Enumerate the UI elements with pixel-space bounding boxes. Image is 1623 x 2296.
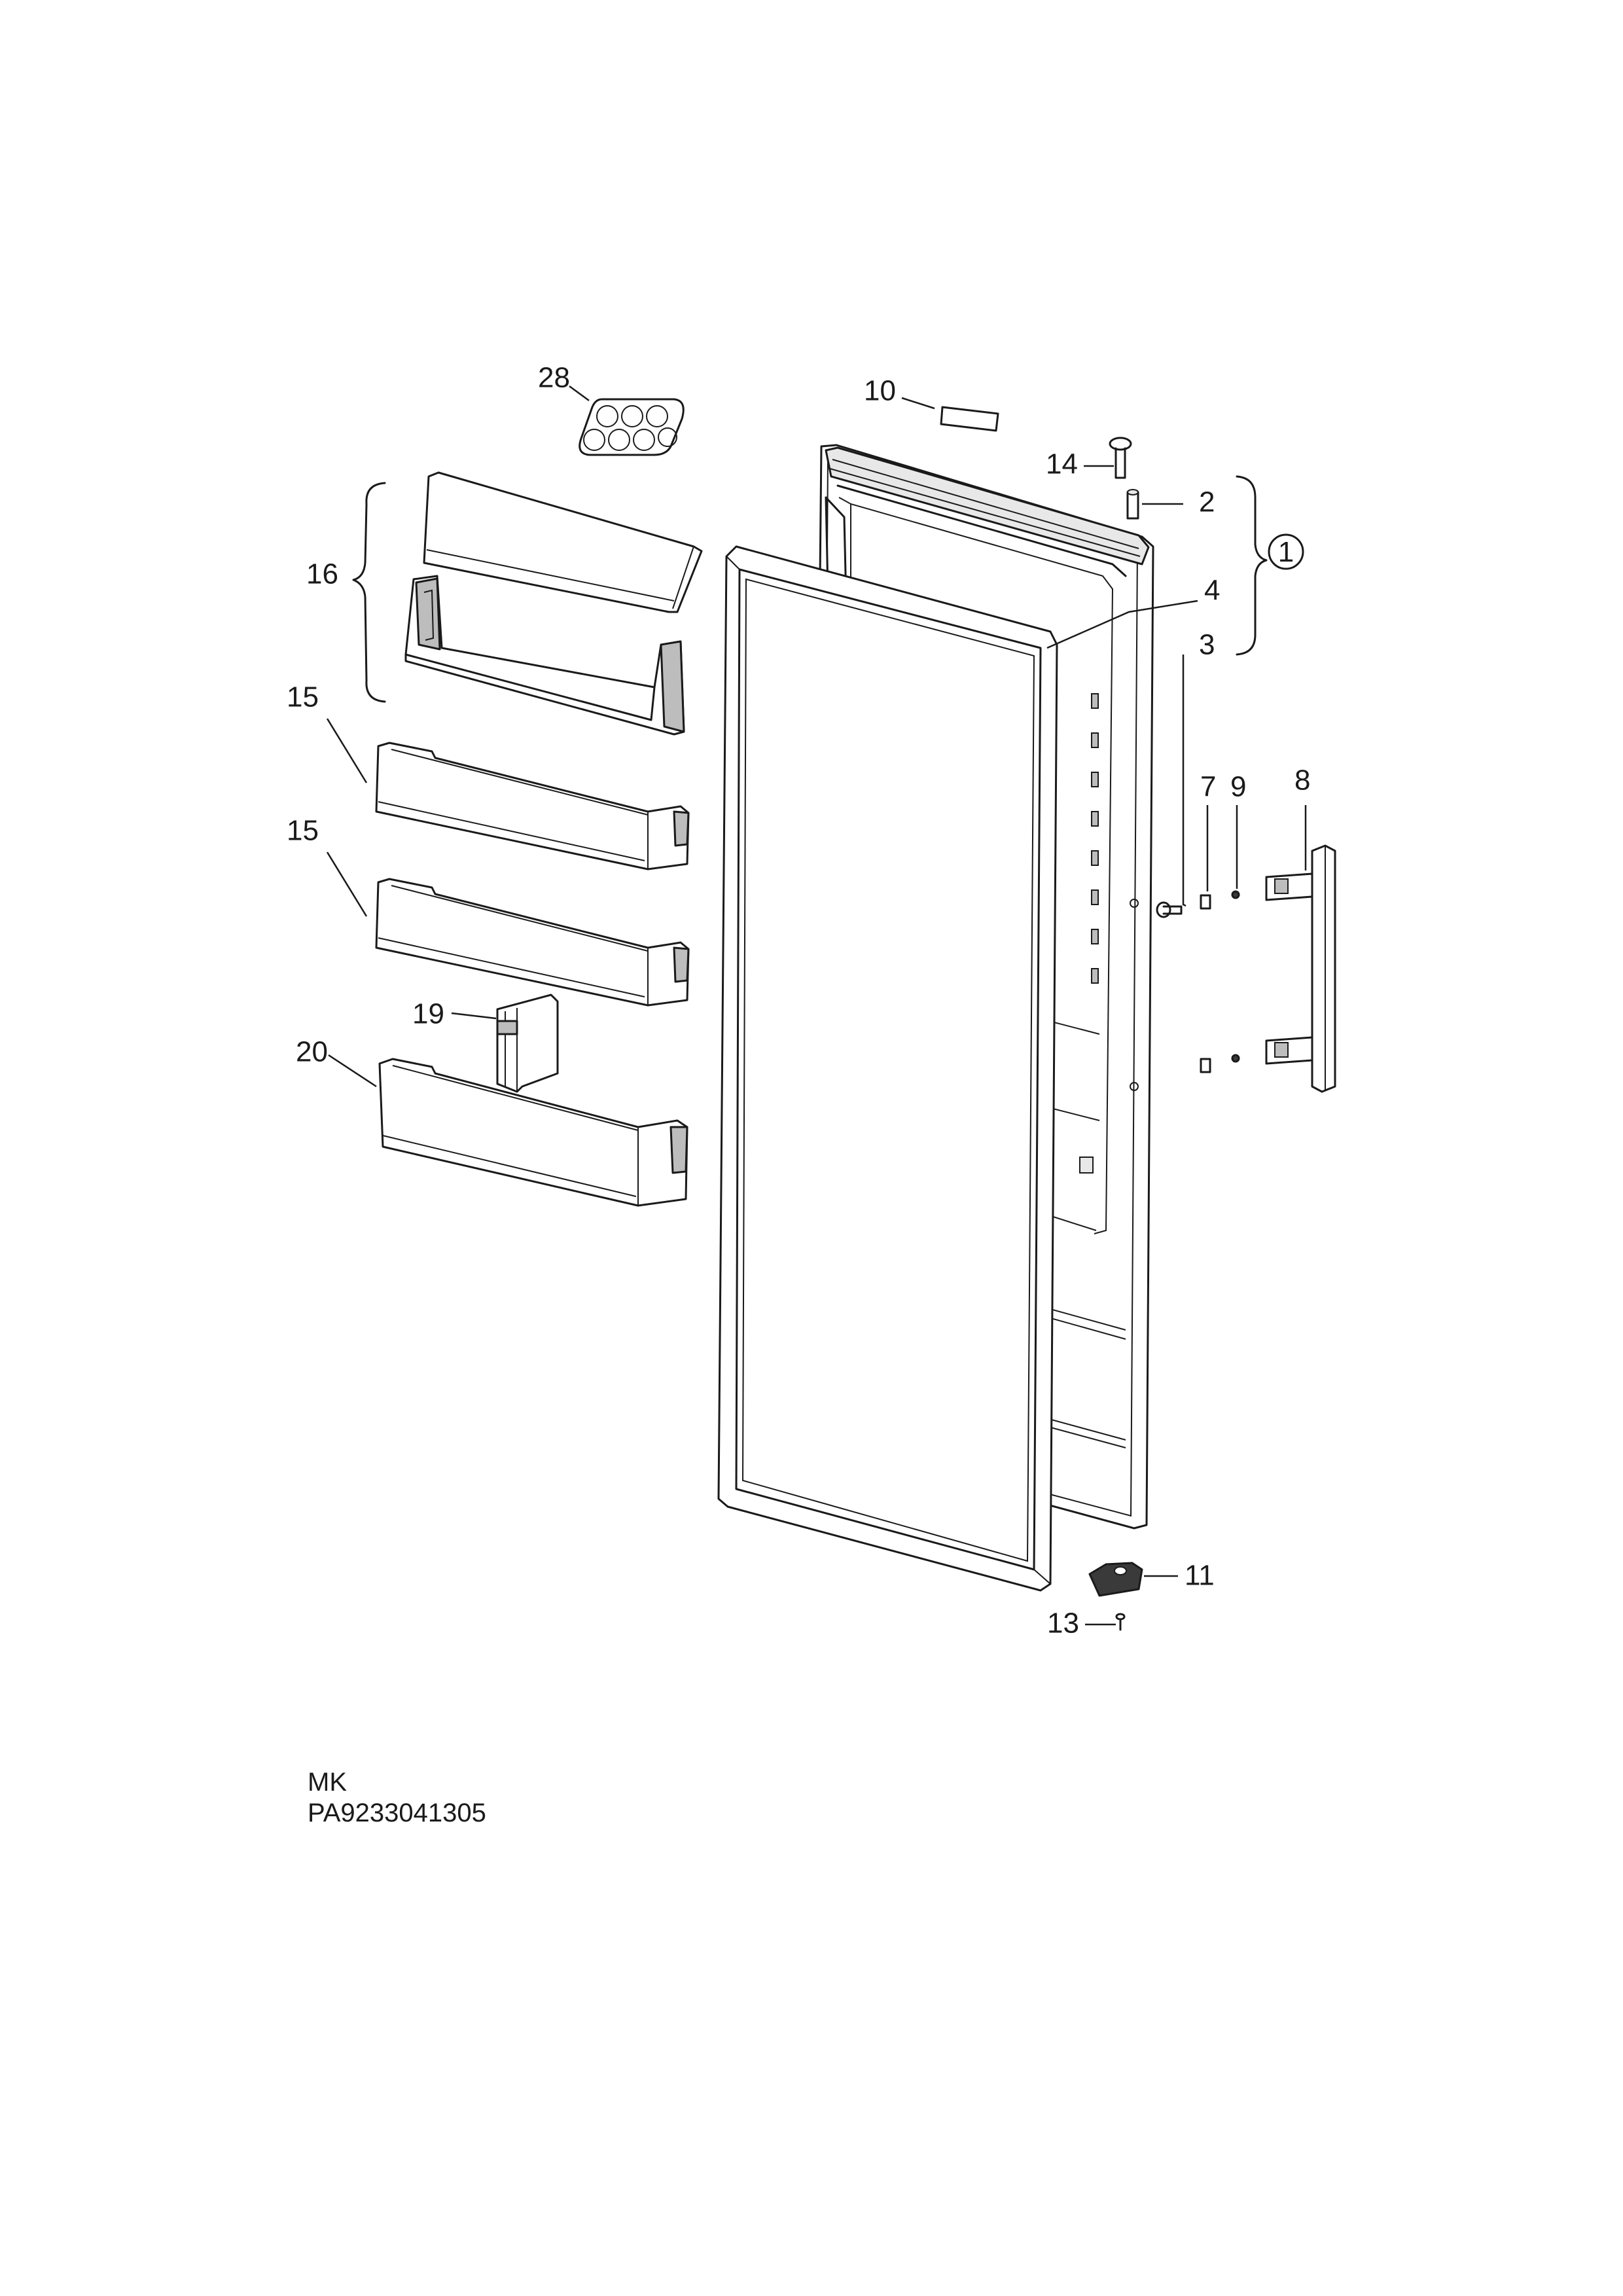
part-19-shelf-divider: [496, 994, 559, 1093]
label-part-3: 3: [1199, 629, 1215, 661]
label-part-10: 10: [864, 375, 896, 407]
label-part-4: 4: [1204, 575, 1220, 607]
brace-part-1: [1236, 475, 1268, 656]
part-7-spacer-top: [1200, 894, 1211, 910]
part-3-plug: [1156, 901, 1183, 918]
part-10-plate: [940, 406, 999, 432]
part-15-door-shelf-middle: [375, 878, 690, 1007]
brace-part-16: [352, 482, 386, 703]
label-part-8: 8: [1294, 764, 1310, 797]
label-part-15-upper: 15: [287, 681, 319, 713]
label-part-19: 19: [412, 998, 444, 1030]
door-gasket: [717, 545, 1058, 1592]
part-2-bushing: [1126, 489, 1139, 520]
part-20-bottle-shelf: [378, 1058, 688, 1207]
part-14-hinge-pin: [1109, 437, 1132, 479]
part-9-screws: [1231, 890, 1240, 1063]
part-15-door-shelf-upper: [375, 742, 690, 870]
shelf-lugs-right: [1091, 693, 1099, 984]
label-part-28: 28: [538, 362, 570, 394]
part-28-egg-tray: [579, 398, 685, 456]
label-part-16: 16: [306, 558, 338, 590]
label-part-14: 14: [1046, 448, 1078, 480]
label-part-20: 20: [296, 1036, 328, 1068]
leader-lines: [326, 385, 1307, 1626]
part-16-covered-shelf: [404, 471, 703, 736]
label-part-15-middle: 15: [287, 815, 319, 847]
part-labels: 1 2 3 4 7 8 9 10 11 13 14 15 15 16 19 20…: [287, 362, 1310, 1640]
label-part-1: 1: [1278, 536, 1294, 568]
part-11-lower-hinge: [1088, 1562, 1143, 1597]
label-part-11: 11: [1185, 1560, 1215, 1592]
callout-circle-1: [1268, 533, 1304, 570]
label-part-2: 2: [1199, 486, 1215, 518]
footer-model-code: MK: [308, 1768, 347, 1797]
label-part-13: 13: [1047, 1607, 1079, 1640]
part-8-door-handle: [1265, 844, 1336, 1093]
part-7-spacer-bottom: [1200, 1058, 1211, 1073]
label-part-7: 7: [1200, 771, 1216, 803]
label-part-9: 9: [1230, 771, 1246, 803]
part-13-screw: [1115, 1613, 1126, 1631]
footer-diagram-id: PA9233041305: [308, 1799, 486, 1827]
